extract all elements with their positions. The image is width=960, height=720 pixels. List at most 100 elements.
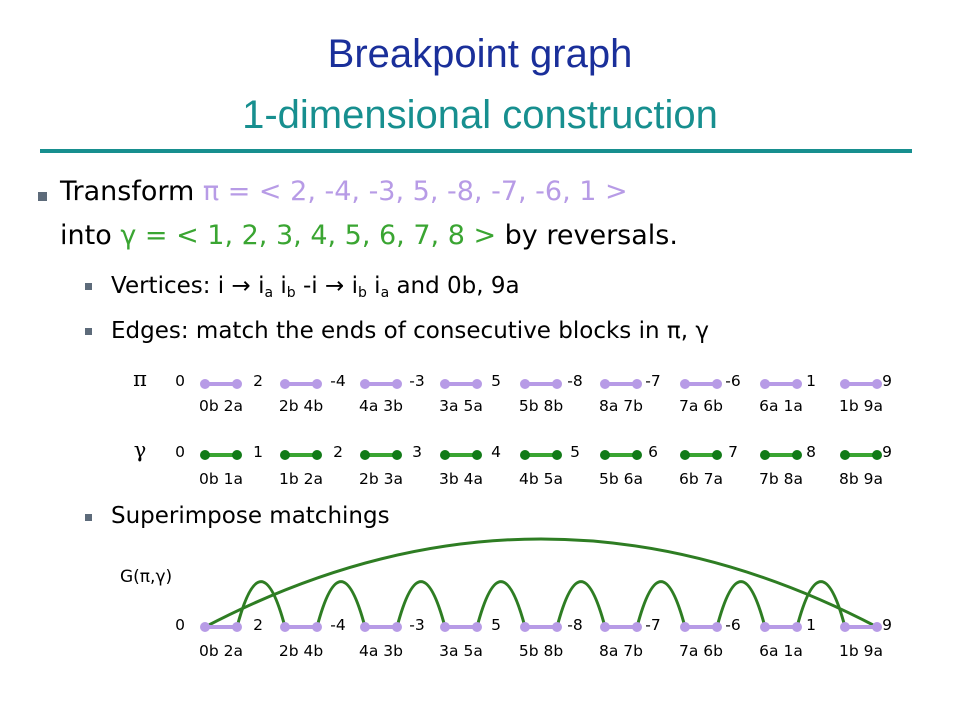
gamma-row-vertex-dot: [472, 450, 482, 460]
slide-title: Breakpoint graph: [327, 32, 633, 76]
vertices-sub-a2: a: [380, 285, 390, 301]
graph-row-pair-label: 3a 5a: [439, 642, 483, 660]
pi-row-vertex-dot: [312, 379, 322, 389]
vertices-tail: and 0b, 9a: [389, 273, 520, 299]
gamma-row-pair-label: 2b 3a: [359, 470, 403, 488]
graph-row-pair-label: 2b 4b: [279, 642, 323, 660]
gamma-row-pair-label: 6b 7a: [679, 470, 723, 488]
graph-arc: [235, 580, 287, 628]
pi-row-pair-label: 1b 9a: [839, 397, 883, 415]
pi-expression: π = < 2, -4, -3, 5, -8, -7, -6, 1 >: [202, 176, 628, 207]
pi-row-number-label: -6: [725, 372, 740, 390]
vertices-mid3: i: [366, 273, 381, 299]
pi-row-pair-label: 8a 7b: [599, 397, 643, 415]
pi-row-pair-label: 3a 5a: [439, 397, 483, 415]
vertices-sub-b1: b: [286, 285, 296, 301]
pi-row-vertex-dot: [472, 379, 482, 389]
pi-row-vertex-dot: [632, 379, 642, 389]
pi-row-vertex-dot: [760, 379, 770, 389]
gamma-row-number-label: 8: [806, 443, 816, 461]
gamma-row-pair-label: 3b 4a: [439, 470, 483, 488]
graph-row-vertex-dot: [712, 622, 722, 632]
pi-row-number-label: -8: [567, 372, 582, 390]
graph-row-vertex-dot: [552, 622, 562, 632]
graph-row-number-label: 9: [882, 616, 892, 634]
graph-row-vertex-dot: [760, 622, 770, 632]
pi-row-vertex-dot: [552, 379, 562, 389]
edges-line: Edges: match the ends of consecutive blo…: [111, 318, 709, 344]
graph-row-number-label: -7: [645, 616, 660, 634]
pi-row-vertex-dot: [600, 379, 610, 389]
pi-row-pair-label: 2b 4b: [279, 397, 323, 415]
pi-row-number-label: -7: [645, 372, 660, 390]
pi-row-number-label: -3: [409, 372, 424, 390]
graph-row-vertex-dot: [632, 622, 642, 632]
gamma-row-vertex-dot: [280, 450, 290, 460]
graph-row-pair-label: 5b 8b: [519, 642, 563, 660]
graph-row-pair-label: 4a 3b: [359, 642, 403, 660]
pi-row-pair-label: 6a 1a: [759, 397, 803, 415]
graph-row-number-label: 2: [253, 616, 263, 634]
pi-row-vertex-dot: [232, 379, 242, 389]
pi-row-vertex-dot: [280, 379, 290, 389]
pi-row-pair-label: 7a 6b: [679, 397, 723, 415]
gamma-row-number-label: 3: [412, 443, 422, 461]
gamma-row-pair-label: 0b 1a: [199, 470, 243, 488]
superimpose-line: Superimpose matchings: [111, 503, 390, 529]
graph-row-vertex-dot: [872, 622, 882, 632]
pi-row-number-label: 5: [491, 372, 501, 390]
gamma-row-pair-label: 1b 2a: [279, 470, 323, 488]
graph-row-vertex-dot: [600, 622, 610, 632]
graph-row-number-label: -8: [567, 616, 582, 634]
vertices-lead: Vertices: i → i: [111, 273, 265, 299]
gamma-row-vertex-dot: [632, 450, 642, 460]
gamma-row-vertex-dot: [600, 450, 610, 460]
graph-row-vertex-dot: [520, 622, 530, 632]
gamma-row-vertex-dot: [440, 450, 450, 460]
graph-arc: [635, 580, 687, 628]
transform-line: Transform π = < 2, -4, -3, 5, -8, -7, -6…: [60, 176, 628, 208]
pi-row-vertex-dot: [520, 379, 530, 389]
graph-row-pair-label: 6a 1a: [759, 642, 803, 660]
graph-arc: [555, 580, 607, 628]
pi-row-number-label: 0: [175, 372, 185, 390]
pi-row-symbol: π: [133, 367, 147, 391]
gamma-row-vertex-dot: [760, 450, 770, 460]
gamma-row-pair-label: 5b 6a: [599, 470, 643, 488]
graph-row-vertex-dot: [440, 622, 450, 632]
by-reversals-text: by reversals.: [496, 220, 678, 251]
graph-row-vertex-dot: [232, 622, 242, 632]
pi-row-vertex-dot: [872, 379, 882, 389]
transform-word: Transform: [60, 176, 203, 207]
graph-row-vertex-dot: [392, 622, 402, 632]
pi-row-vertex-dot: [360, 379, 370, 389]
gamma-row-vertex-dot: [712, 450, 722, 460]
graph-arc: [475, 580, 527, 628]
pi-row-vertex-dot: [840, 379, 850, 389]
vertices-sub-b2: b: [357, 285, 367, 301]
graph-arc: [395, 580, 447, 628]
graph-row-number-label: -3: [409, 616, 424, 634]
graph-row-vertex-dot: [792, 622, 802, 632]
pi-row-number-label: 9: [882, 372, 892, 390]
graph-row-vertex-dot: [680, 622, 690, 632]
graph-row-pair-label: 7a 6b: [679, 642, 723, 660]
pi-row-number-label: 1: [806, 372, 816, 390]
pi-row-vertex-dot: [792, 379, 802, 389]
pi-row-vertex-dot: [392, 379, 402, 389]
gamma-row-number-label: 1: [253, 443, 263, 461]
gamma-row-vertex-dot: [200, 450, 210, 460]
graph-arc: [315, 580, 367, 628]
gamma-row-number-label: 5: [570, 443, 580, 461]
pi-row-pair-label: 0b 2a: [199, 397, 243, 415]
title-divider: [40, 149, 912, 153]
sub-bullet-marker: [85, 328, 92, 335]
pi-row-vertex-dot: [712, 379, 722, 389]
vertices-mid1: i: [273, 273, 287, 299]
graph-row-pair-label: 1b 9a: [839, 642, 883, 660]
gamma-row-vertex-dot: [872, 450, 882, 460]
gamma-expression: γ = < 1, 2, 3, 4, 5, 6, 7, 8 >: [120, 220, 497, 251]
gamma-row-pair-label: 7b 8a: [759, 470, 803, 488]
graph-arc: [204, 537, 878, 629]
